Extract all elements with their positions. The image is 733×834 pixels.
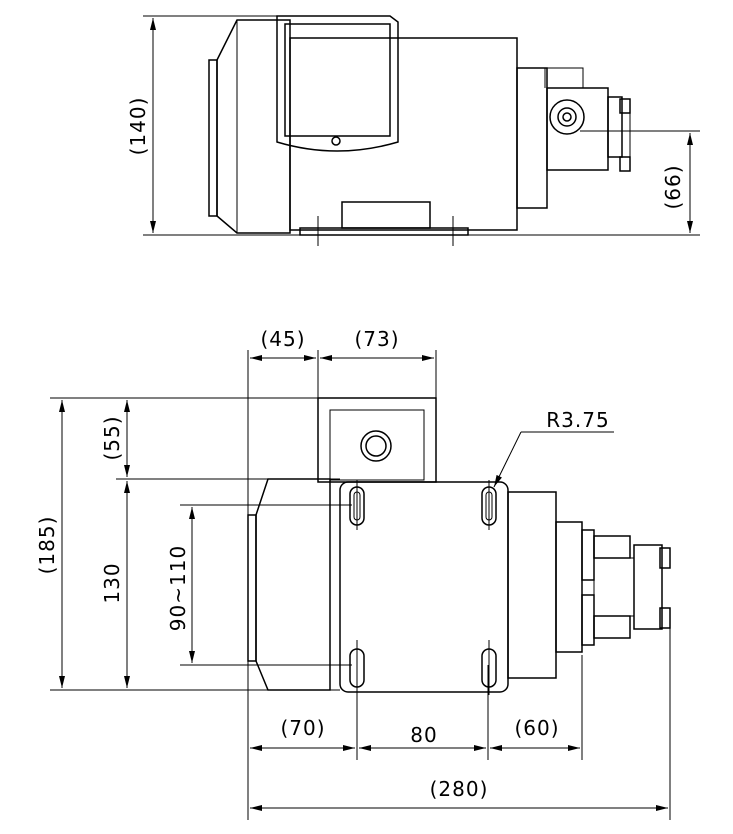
dim-130-label: 130 — [100, 562, 124, 603]
elevation-view — [143, 15, 700, 246]
dim-60-label: (60) — [514, 716, 559, 740]
dim-185-label: (185) — [35, 516, 59, 575]
plan-view — [50, 350, 671, 820]
dim-slot-range-label: 90~110 — [166, 545, 190, 631]
radius-label: R3.75 — [546, 408, 609, 432]
dim-140-label: (140) — [126, 97, 150, 156]
dim-55-label: (55) — [100, 415, 124, 460]
dim-66-label: (66) — [661, 164, 685, 209]
dim-73-label: (73) — [354, 327, 399, 351]
dim-70-label: (70) — [280, 716, 325, 740]
dim-80-label: 80 — [410, 723, 437, 747]
dim-45-label: (45) — [260, 327, 305, 351]
dim-280-label: (280) — [430, 777, 489, 801]
